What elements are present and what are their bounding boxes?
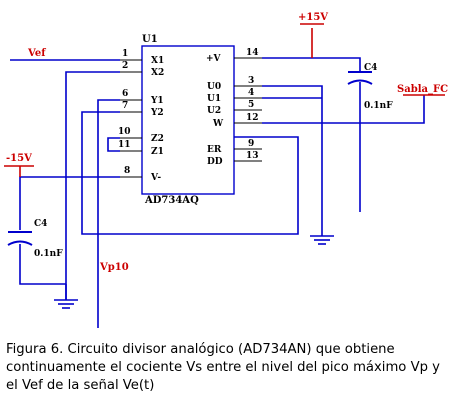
capacitor-c4-right <box>347 71 373 85</box>
output-wires <box>262 57 425 230</box>
pin-num-er: 9 <box>248 139 254 149</box>
pin-name-u1: U1 <box>207 94 221 104</box>
left-pin-stubs <box>120 59 142 178</box>
ground-symbol-left <box>54 284 78 309</box>
pin-name-vminus: V- <box>150 173 161 183</box>
pin-num-x2: 2 <box>122 61 128 71</box>
ground-symbol-right <box>310 230 334 245</box>
label-output: Sabla_FC <box>397 84 448 95</box>
input-wires <box>10 59 299 328</box>
pin-name-y2: Y2 <box>150 108 164 118</box>
cap-left-ref: C4 <box>34 219 47 229</box>
pin-name-w: W <box>212 119 224 129</box>
pin-num-vplus: 14 <box>246 48 259 58</box>
pin-num-vminus: 8 <box>124 166 130 176</box>
label-vef: Vef <box>27 48 46 59</box>
pin-name-z1: Z1 <box>151 147 164 157</box>
label-pos-supply: +15V <box>298 12 328 23</box>
pin-name-dd: DD <box>207 157 223 167</box>
chip-body <box>141 45 235 195</box>
pin-name-z2: Z2 <box>151 134 164 144</box>
pin-num-y2: 7 <box>122 101 128 111</box>
pin-name-u0: U0 <box>207 82 221 92</box>
circuit-schematic: U1 AD734AQ 1 2 6 7 10 11 8 X1 X2 Y1 Y2 Z… <box>4 12 448 328</box>
pin-num-z1: 11 <box>118 140 131 150</box>
capacitor-c4-left <box>7 231 33 246</box>
pin-num-y1: 6 <box>122 89 128 99</box>
chip-ref: U1 <box>142 34 158 45</box>
label-vp: Vp10 <box>99 262 129 273</box>
pin-num-w: 12 <box>246 113 259 123</box>
cap-right-value: 0.1nF <box>364 101 393 111</box>
figure-caption: Figura 6. Circuito divisor analógico (AD… <box>6 342 440 393</box>
right-pin-stubs <box>234 57 262 162</box>
pin-num-u2: 5 <box>248 100 254 110</box>
pin-num-dd: 13 <box>246 151 259 161</box>
pin-num-u1: 4 <box>248 88 254 98</box>
chip-part: AD734AQ <box>144 195 199 206</box>
pin-name-er: ER <box>207 145 222 155</box>
pin-name-x1: X1 <box>151 56 164 66</box>
pin-num-u0: 3 <box>248 76 254 86</box>
pin-name-y1: Y1 <box>150 96 164 106</box>
pin-num-z2: 10 <box>118 127 131 137</box>
pin-name-x2: X2 <box>151 68 164 78</box>
pin-name-vplus: +V <box>206 54 222 64</box>
cap-left-value: 0.1nF <box>34 249 63 259</box>
pin-num-x1: 1 <box>122 49 128 59</box>
supply-wires <box>4 23 445 177</box>
cap-right-ref: C4 <box>364 63 377 73</box>
pin-name-u2: U2 <box>207 106 221 116</box>
label-neg-supply: -15V <box>6 153 32 164</box>
